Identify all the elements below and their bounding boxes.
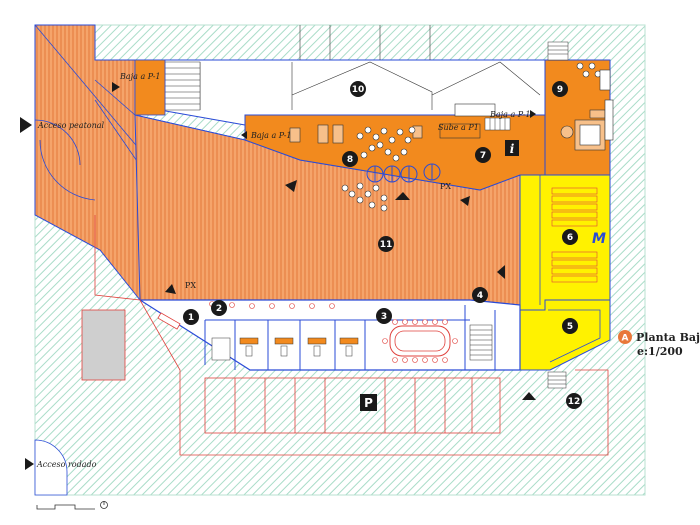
svg-text:9: 9 — [557, 85, 563, 95]
label-baja-p1-right: Baja a P-1 — [489, 110, 531, 119]
arrow-baja-right — [530, 110, 536, 118]
west-orange-strip — [134, 59, 166, 116]
parking-badge — [360, 394, 377, 411]
driveway-outline — [94, 215, 609, 456]
access-arrows — [20, 82, 536, 470]
info-badge — [505, 140, 519, 156]
svg-text:6: 6 — [567, 233, 573, 243]
info-label: i — [510, 142, 515, 156]
svg-text:10: 10 — [352, 85, 365, 95]
room-marker-8: 8 — [342, 151, 358, 167]
arrow-south-entry — [522, 392, 536, 400]
legend-scale: e:1/200 — [637, 345, 683, 358]
arrow-peatonal — [20, 117, 32, 133]
parking-label: P — [364, 396, 373, 410]
lobby-chairs — [209, 301, 335, 309]
arrow-hall-2 — [395, 192, 410, 200]
stair-foyer — [484, 117, 511, 131]
gray-block — [81, 309, 126, 381]
svg-text:5: 5 — [567, 322, 573, 332]
parking-lot — [204, 377, 501, 434]
stair-north — [547, 41, 569, 61]
legend-badge-letter: A — [622, 334, 629, 344]
label-baja-p1-top: Baja a P-1 — [119, 72, 161, 81]
room-marker-1: 1 — [183, 309, 199, 325]
legend-badge — [618, 330, 632, 344]
label-px-1: PX — [440, 182, 451, 191]
revolving-doors[interactable] — [366, 163, 441, 183]
stair-east — [547, 371, 567, 389]
room-marker-7: 7 — [475, 147, 491, 163]
svg-text:1: 1 — [188, 313, 194, 323]
stair-top-left — [164, 61, 201, 111]
legend-title: Planta Baja — [636, 331, 700, 344]
svg-text:7: 7 — [480, 151, 486, 161]
site-boundary — [34, 24, 646, 496]
room-marker-2: 2 — [211, 300, 227, 316]
arrow-hall-3 — [460, 196, 470, 206]
room-5-wall — [548, 309, 601, 363]
meeting-table — [389, 325, 451, 357]
label-mark-m: M — [592, 231, 606, 247]
room-marker-9: 9 — [552, 81, 568, 97]
svg-text:2: 2 — [216, 304, 222, 314]
foyer-furniture — [289, 103, 496, 144]
label-baja-p1-mid: Baja a P-1 — [250, 131, 292, 140]
room-9-furniture — [560, 62, 614, 151]
scale-bar — [36, 501, 108, 510]
label-acceso-peatonal: Acceso peatonal — [37, 121, 105, 130]
room-marker-6: 6 — [562, 229, 578, 245]
svg-text:4: 4 — [477, 291, 483, 301]
room-marker-4: 4 — [472, 287, 488, 303]
arrow-baja-top — [112, 82, 120, 92]
table-cluster-hall — [341, 182, 388, 212]
label-acceso-rodado: Acceso rodado — [36, 460, 97, 469]
arrow-px-left — [165, 284, 176, 294]
reception-counter — [157, 312, 181, 330]
svg-text:3: 3 — [381, 312, 387, 322]
legend: A Planta Baja e:1/200 — [618, 330, 700, 358]
arrow-hall-1 — [285, 180, 297, 192]
table-cluster-foyer — [356, 126, 416, 162]
meeting-chairs — [382, 319, 458, 363]
label-sube-p1: Sube a P1 — [438, 123, 479, 132]
arrow-rodado — [25, 458, 34, 470]
svg-text:8: 8 — [347, 155, 353, 165]
svg-text:11: 11 — [380, 240, 393, 250]
arrow-baja-mid — [241, 131, 247, 139]
arrow-east-side — [497, 265, 505, 279]
office-desks — [211, 337, 359, 361]
room-5-area — [519, 299, 611, 371]
gate-arc — [34, 439, 68, 496]
stair-south — [469, 324, 493, 361]
room-marker-11: 11 — [378, 236, 394, 252]
room-marker-12: 12 — [566, 393, 582, 409]
svg-text:12: 12 — [568, 397, 581, 407]
room-marker-3: 3 — [376, 308, 392, 324]
room-marker-10: 10 — [350, 81, 366, 97]
auditorium-seating — [551, 187, 598, 283]
room-marker-5: 5 — [562, 318, 578, 334]
label-px-2: PX — [185, 281, 196, 290]
